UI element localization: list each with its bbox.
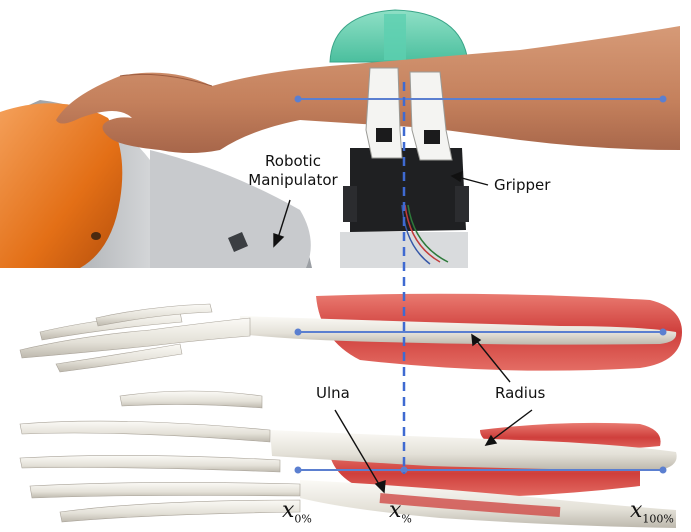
label-robotic-manipulator: Robotic Manipulator (237, 152, 349, 190)
label-manipulator: Manipulator (248, 171, 337, 189)
guide-dot (295, 467, 302, 474)
guide-dot (660, 329, 667, 336)
x100-main: x (630, 498, 642, 523)
guide-dot (295, 96, 302, 103)
label-ulna: Ulna (316, 384, 350, 403)
xp-main: x (389, 498, 401, 523)
label-x0: x0% (282, 498, 312, 525)
guide-dot (295, 329, 302, 336)
label-robotic: Robotic (265, 152, 321, 170)
label-radius: Radius (495, 384, 545, 403)
guide-dot (660, 467, 667, 474)
guide-dot (660, 96, 667, 103)
hand-bones-lower (20, 391, 300, 522)
label-gripper: Gripper (494, 176, 550, 195)
label-xpercent: x% (389, 498, 412, 525)
x100-sub: 100% (642, 512, 673, 525)
x0-sub: 0% (294, 512, 311, 525)
label-x100: x100% (630, 498, 674, 525)
photo-panel (0, 0, 691, 270)
anatomy-panel (20, 294, 682, 528)
hand-bones-upper (20, 304, 250, 372)
xp-sub: % (401, 512, 411, 525)
x0-main: x (282, 498, 294, 523)
